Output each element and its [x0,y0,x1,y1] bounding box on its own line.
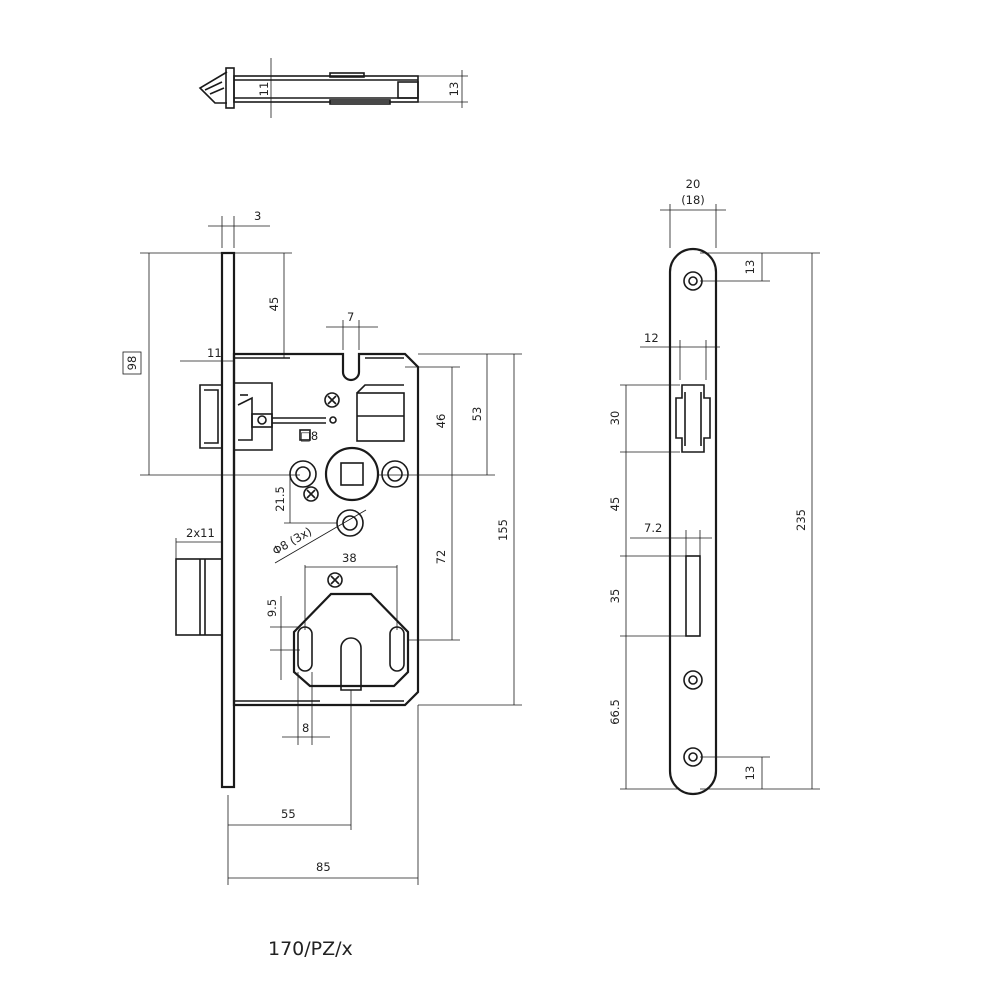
side-dim-66-5: 66.5 [608,699,622,725]
side-dim-35: 35 [608,589,622,604]
side-dim-7-2: 7.2 [644,521,662,535]
profile-cylinder-cutout [340,637,362,691]
dim-sq8: □8 [300,429,318,443]
dim-21-5: 21.5 [273,486,287,512]
side-dim-30: 30 [608,411,622,426]
side-dim-13-bottom: 13 [743,766,757,781]
drawing-title: 170/PZ/x [268,938,353,960]
side-dim-20: 20 [686,177,701,191]
dim-45: 45 [267,297,281,312]
forend-plate [220,251,236,789]
dim-85: 85 [316,860,331,874]
cylinder-housing [292,592,410,688]
dim-2x11: 2x11 [186,526,215,540]
top-dim-13: 13 [447,82,461,97]
top-faceplate [225,67,235,109]
dim-9-5: 9.5 [265,599,279,617]
side-dim-12: 12 [644,331,659,345]
side-view: 20 (18) 235 13 12 30 45 35 66.5 7.2 [608,177,820,796]
side-dim-235: 235 [794,509,808,531]
fixing-slot-right [389,626,405,672]
side-dim-13-top: 13 [743,260,757,275]
dim-72: 72 [434,550,448,565]
dim-38: 38 [342,551,357,565]
dim-11: 11 [207,346,222,360]
dim-8: 8 [302,721,309,735]
deadbolt [175,558,223,636]
top-latch [198,71,228,104]
latch-opening [675,384,711,453]
forend-profile [668,247,718,796]
deadbolt-slot [685,555,701,637]
fixing-slot-left [297,626,313,672]
top-dim-11: 11 [257,82,271,97]
dim-98: 98 [125,356,139,371]
dim-53: 53 [470,407,484,422]
front-view: □8 3 [122,209,522,885]
dim-155: 155 [496,519,510,541]
latch-bolt [199,384,223,449]
side-dim-18: (18) [681,193,705,207]
top-view: 11 13 [198,58,468,118]
side-dim-45: 45 [608,497,622,512]
dim-46: 46 [434,414,448,429]
dim-55: 55 [281,807,296,821]
dim-7: 7 [347,310,354,324]
dim-3: 3 [254,209,261,223]
